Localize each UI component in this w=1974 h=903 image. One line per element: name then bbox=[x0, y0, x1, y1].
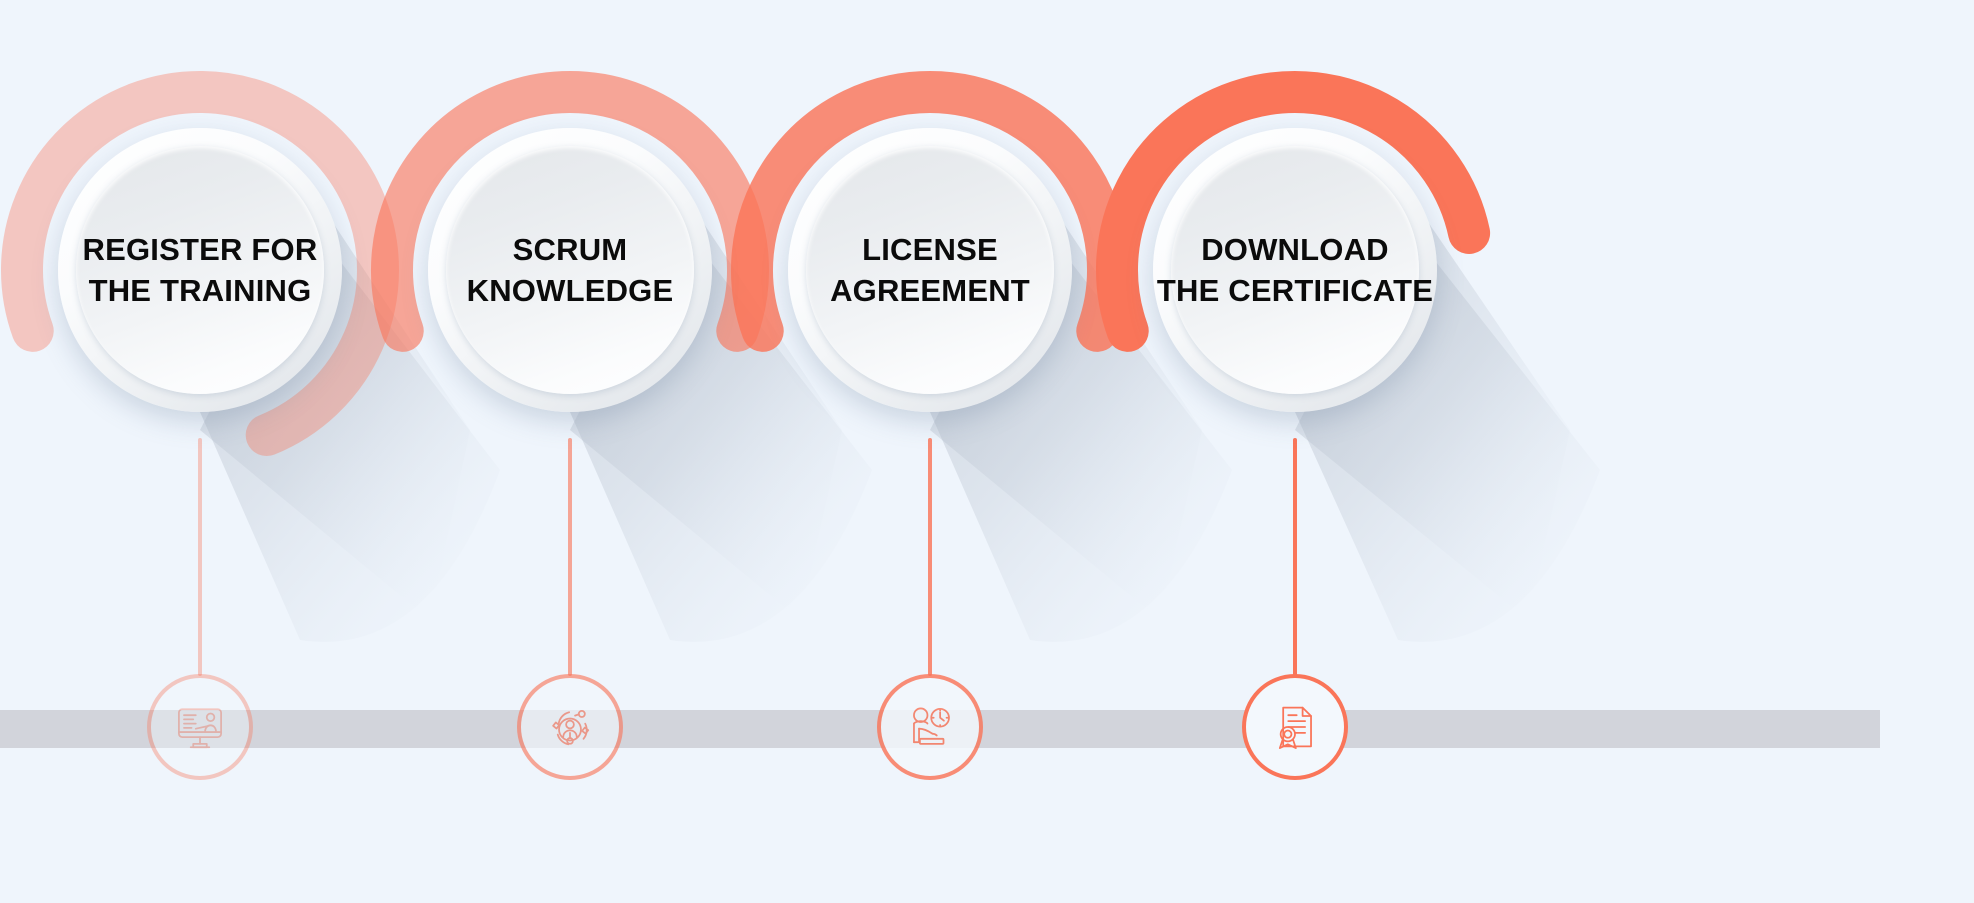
step-circle-4[interactable]: DOWNLOAD THE CERTIFICATE bbox=[1153, 128, 1437, 412]
step-label-2-line-2: KNOWLEDGE bbox=[466, 273, 674, 308]
disc-face bbox=[445, 145, 695, 395]
step-label-3-line-2: AGREEMENT bbox=[830, 273, 1030, 308]
disc-face bbox=[1170, 145, 1420, 395]
step-label-3: LICENSE AGREEMENT bbox=[788, 128, 1072, 412]
step-label-4: DOWNLOAD THE CERTIFICATE bbox=[1153, 128, 1437, 412]
step-label-4-line-1: DOWNLOAD bbox=[1201, 232, 1389, 267]
step-icon-node-3[interactable] bbox=[877, 674, 983, 780]
step-circle-3[interactable]: LICENSE AGREEMENT bbox=[788, 128, 1072, 412]
step-icon-node-1[interactable] bbox=[147, 674, 253, 780]
step-label-1-line-2: THE TRAINING bbox=[88, 273, 312, 308]
step-icon-node-2[interactable] bbox=[517, 674, 623, 780]
certificate-award-icon bbox=[1278, 706, 1312, 749]
disc-face bbox=[75, 145, 325, 395]
step-label-4-line-2: THE CERTIFICATE bbox=[1156, 273, 1434, 308]
step-label-1-line-1: REGISTER FOR bbox=[82, 232, 318, 267]
scrum-cycle-person-icon bbox=[552, 709, 590, 746]
ribbon-segment-1 bbox=[1, 71, 399, 457]
step-circle-1[interactable]: REGISTER FOR THE TRAINING bbox=[58, 128, 342, 412]
step-label-3-line-1: LICENSE bbox=[862, 232, 998, 267]
desk-person-clock-icon bbox=[913, 707, 950, 745]
presentation-training-icon bbox=[178, 708, 222, 749]
step-icon-node-4[interactable] bbox=[1242, 674, 1348, 780]
step-label-2: SCRUM KNOWLEDGE bbox=[428, 128, 712, 412]
ribbon-segment-4 bbox=[1096, 71, 1491, 352]
step-label-2-line-1: SCRUM bbox=[512, 232, 628, 267]
step-label-1: REGISTER FOR THE TRAINING bbox=[58, 128, 342, 412]
step-circle-2[interactable]: SCRUM KNOWLEDGE bbox=[428, 128, 712, 412]
disc-face bbox=[805, 145, 1055, 395]
